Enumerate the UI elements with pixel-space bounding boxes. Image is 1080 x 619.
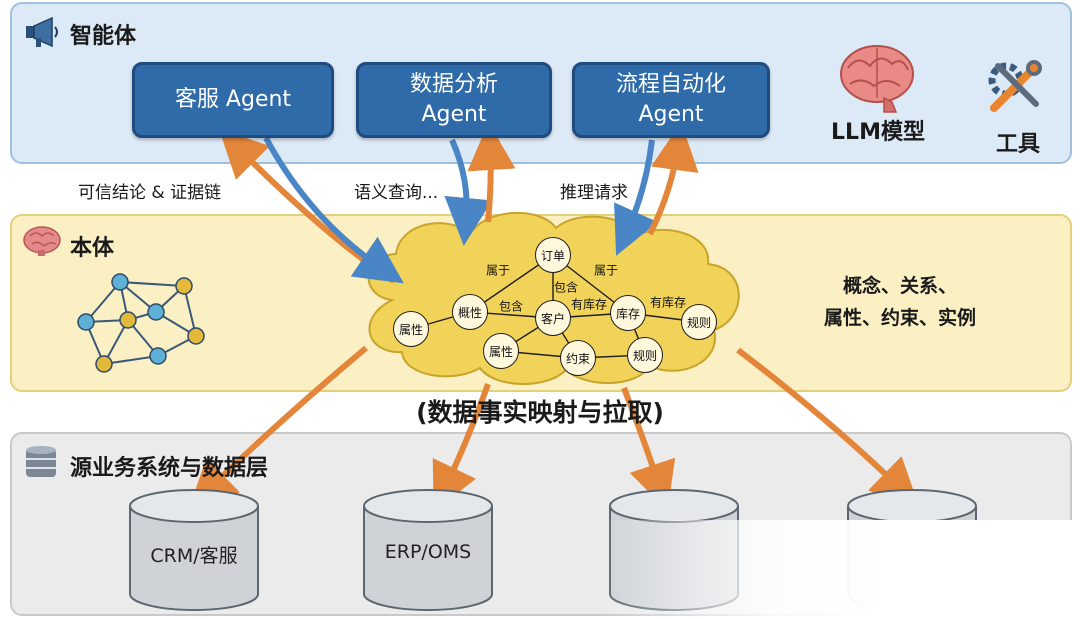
node-attribute[interactable]: 属性 — [483, 333, 519, 369]
edge-label: 包含 — [498, 299, 524, 314]
llm-label: LLM模型 — [831, 120, 925, 145]
arrow-to-db3 — [621, 386, 676, 511]
customer-service-agent[interactable]: 客服 Agent — [132, 62, 334, 138]
database-erp — [363, 489, 493, 611]
data-analysis-agent[interactable]: 数据分析 Agent — [356, 62, 552, 138]
agents-layer-title: 智能体 — [70, 24, 137, 49]
database-label-erp: ERP/OMS — [384, 541, 472, 563]
edge-label: 有库存 — [570, 297, 608, 312]
agent-name: 数据分析 — [409, 72, 498, 97]
edge-label: 属于 — [593, 263, 619, 278]
agent-suffix: Agent — [638, 102, 704, 127]
evidence-flow-label: 可信结论 & 证据链 — [78, 183, 222, 203]
edge-label: 属于 — [485, 263, 511, 278]
agent-suffix: Agent — [421, 102, 487, 127]
megaphone-icon — [26, 16, 58, 48]
data-layer-title: 源业务系统与数据层 — [70, 456, 269, 481]
brain-icon — [23, 226, 61, 256]
node-inventory[interactable]: 库存 — [610, 295, 646, 331]
process-automation-agent[interactable]: 流程自动化 Agent — [572, 62, 770, 138]
mapping-caption: (数据事实映射与拉取) — [416, 398, 664, 427]
arrow-agent-to-ontology — [263, 136, 404, 284]
arrow-reasoning-request — [614, 139, 658, 256]
concepts-line: 属性、约束、实例 — [823, 307, 976, 329]
reasoning-flow-label: 推理请求 — [560, 183, 628, 203]
network-graph-icon — [77, 273, 205, 373]
edge-label: 有库存 — [649, 295, 687, 310]
agent-name: 客服 Agent — [174, 87, 292, 112]
node-constraint[interactable]: 约束 — [560, 340, 596, 376]
node-concept[interactable]: 概性 — [452, 294, 488, 330]
query-flow-label: 语义查询... — [354, 183, 439, 203]
ontology-concepts: 概念、关系、 属性、约束、实例 — [800, 270, 1000, 334]
brain-icon — [840, 45, 914, 113]
ontology-layer-title: 本体 — [70, 236, 115, 261]
arrow-to-db4 — [736, 347, 920, 507]
tools-label: 工具 — [995, 132, 1040, 157]
node-rule[interactable]: 规则 — [681, 304, 717, 340]
concepts-line: 概念、关系、 — [842, 275, 957, 297]
tools-icon — [988, 60, 1042, 112]
database-crm — [129, 489, 259, 611]
database-label-crm: CRM/客服 — [150, 545, 238, 567]
node-customer[interactable]: 客户 — [535, 300, 571, 336]
fade-overlay — [600, 520, 1080, 619]
arrow-to-crm — [188, 345, 368, 509]
node-order[interactable]: 订单 — [535, 237, 571, 273]
database-icon — [26, 446, 56, 477]
node-attribute[interactable]: 属性 — [393, 311, 429, 347]
node-rule[interactable]: 规则 — [627, 337, 663, 373]
arrow-ontology-to-analysis — [467, 122, 516, 223]
arrow-ontology-to-automation — [647, 122, 699, 236]
edge-label: 包含 — [553, 280, 579, 295]
arrow-query-to-ontology — [444, 138, 493, 246]
arrow-to-erp — [432, 382, 491, 512]
agent-name: 流程自动化 — [615, 72, 726, 97]
